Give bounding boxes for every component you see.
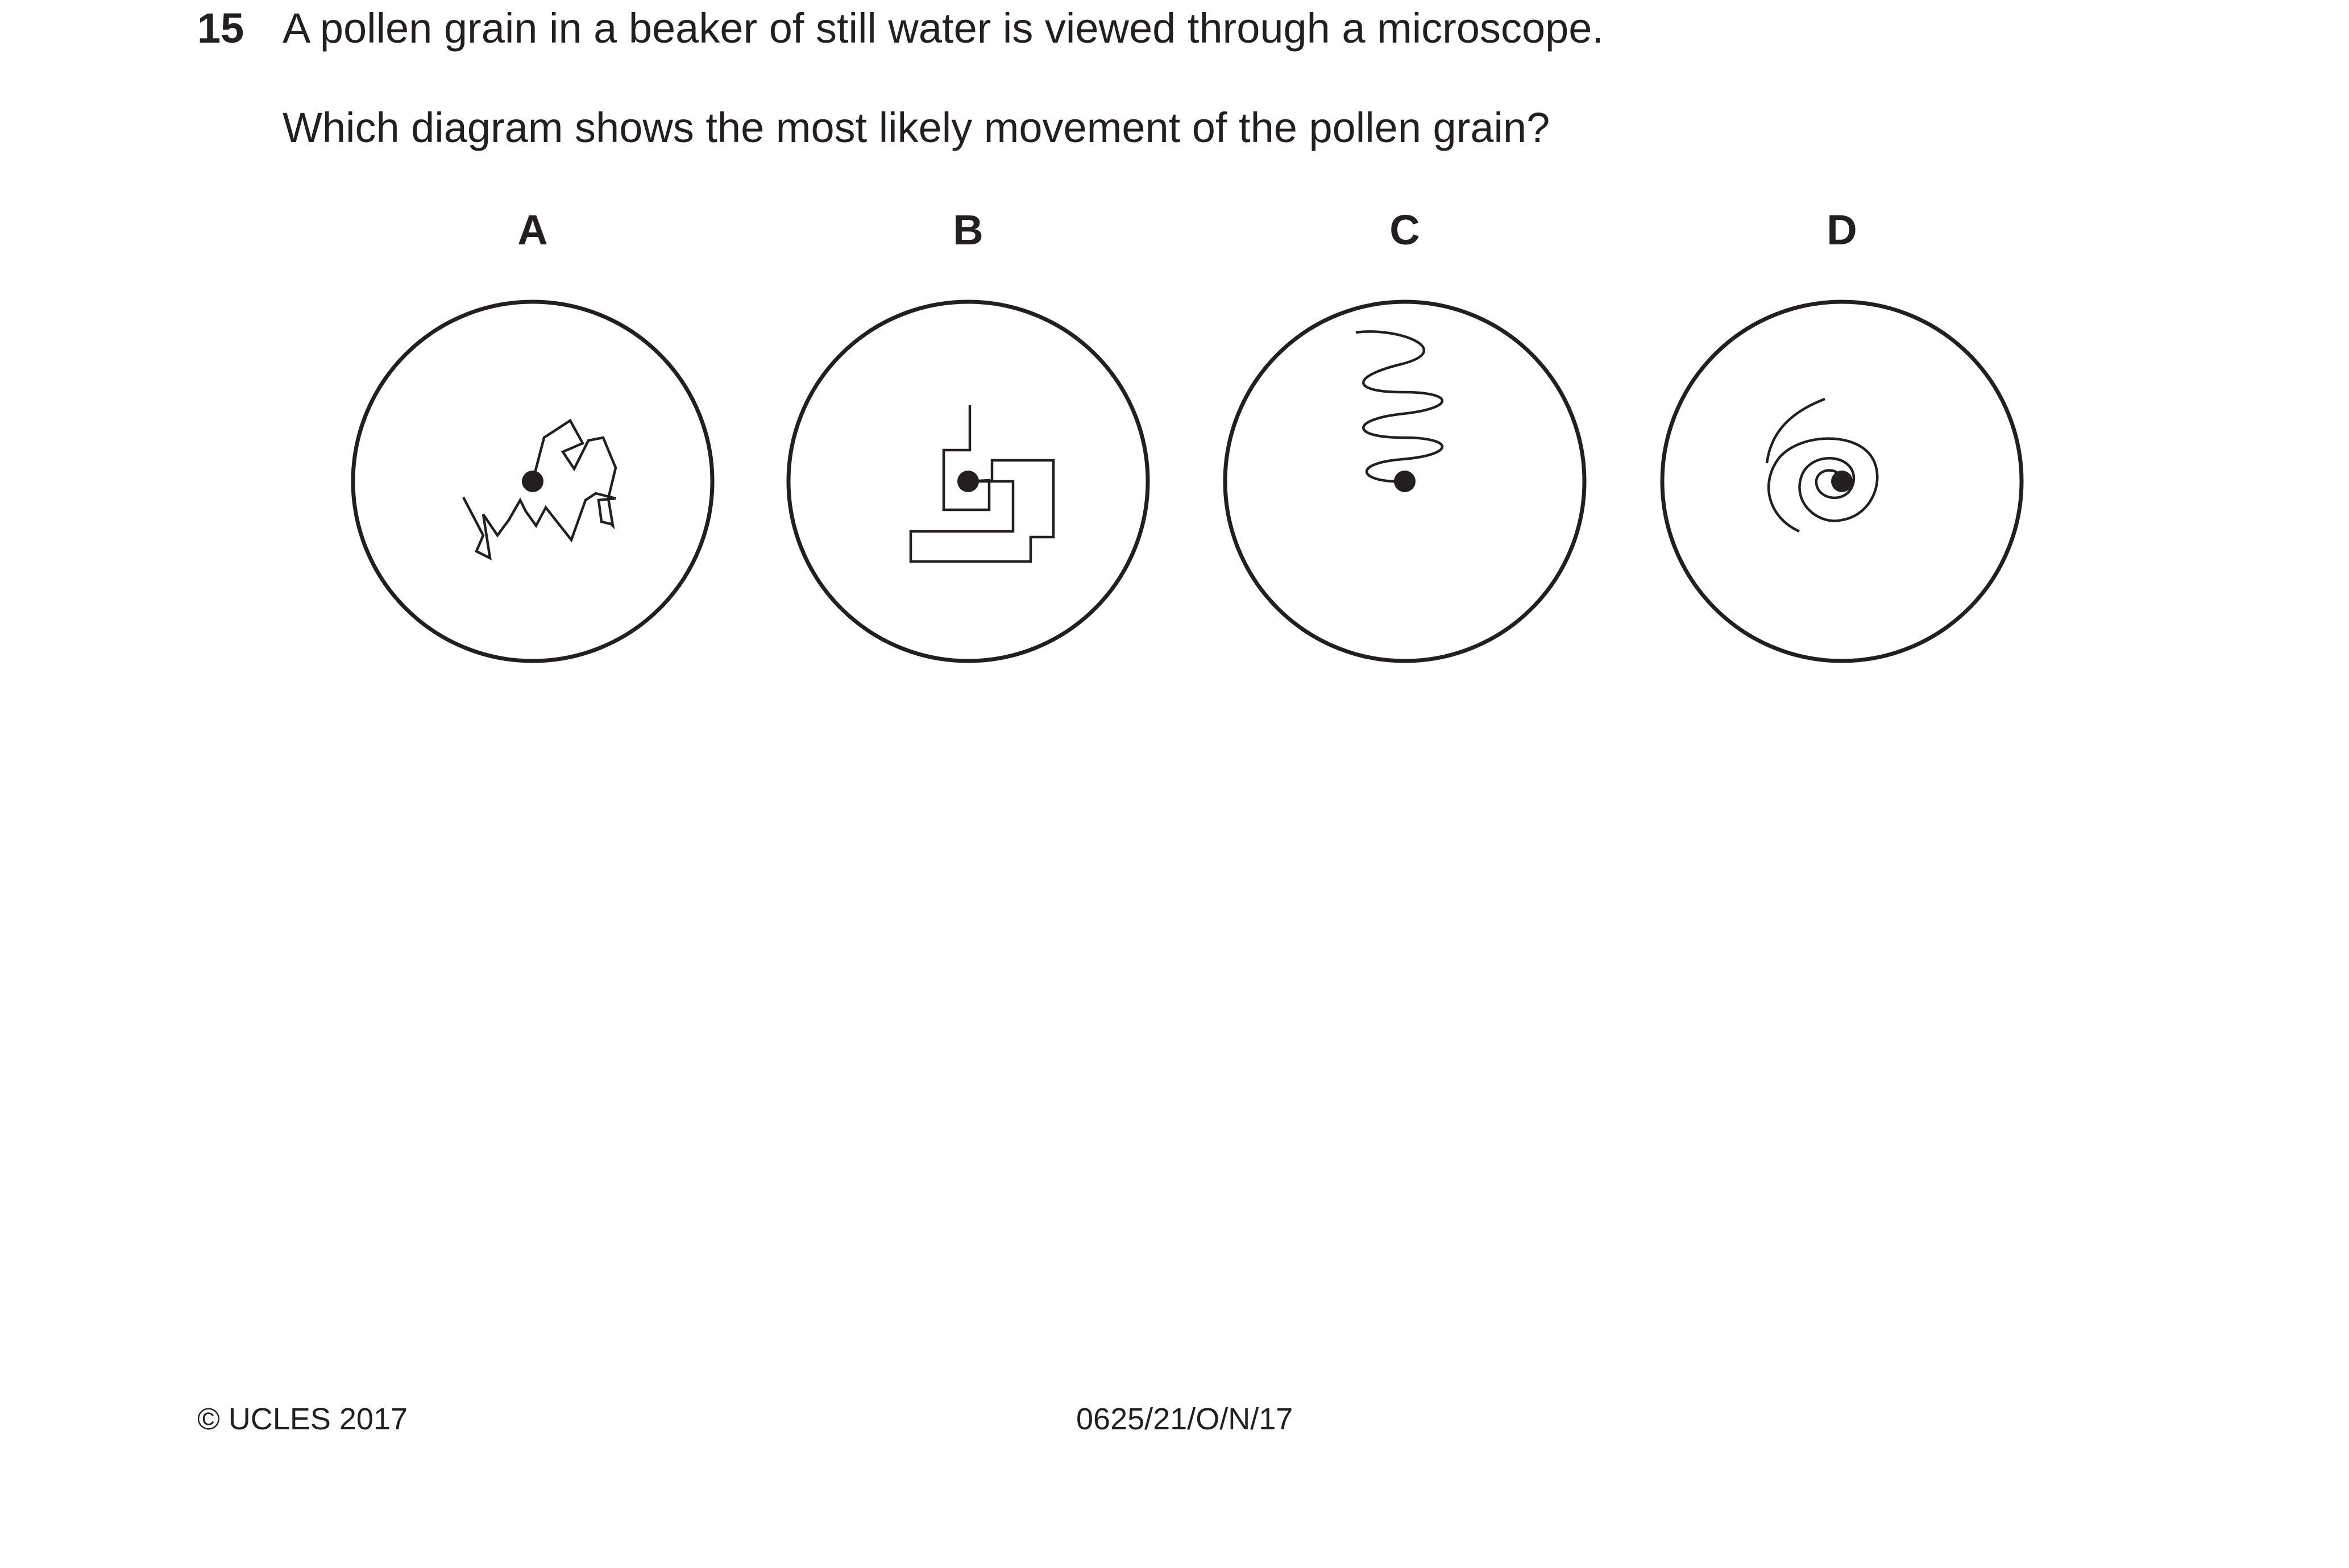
copyright-text: © UCLES 2017	[197, 1402, 408, 1436]
option-a-circle	[351, 300, 715, 663]
question-number: 15	[197, 5, 244, 52]
option-d-diagram[interactable]	[1660, 300, 2024, 663]
option-label-c[interactable]: C	[1389, 206, 1420, 253]
option-c-pollen-dot	[1394, 471, 1416, 492]
option-b-circle	[786, 300, 1150, 663]
option-c-circle	[1223, 300, 1587, 663]
option-b-pollen-dot	[957, 471, 979, 492]
option-b-diagram[interactable]	[786, 300, 1150, 663]
question-prompt: Which diagram shows the most likely move…	[283, 104, 1550, 151]
option-d-pollen-dot	[1831, 471, 1853, 492]
paper-code: 0625/21/O/N/17	[1076, 1402, 1293, 1436]
option-c-diagram[interactable]	[1223, 300, 1587, 663]
option-a-random-path	[462, 418, 617, 560]
option-c-wave-path	[1355, 330, 1443, 483]
option-d-circle	[1660, 300, 2024, 663]
option-b-rectangular-path	[909, 405, 1055, 563]
option-label-b[interactable]: B	[953, 206, 983, 253]
question-text: A pollen grain in a beaker of still wate…	[283, 5, 1604, 52]
option-d-spiral-path	[1765, 397, 1879, 533]
option-a-diagram[interactable]	[351, 300, 715, 663]
option-label-d[interactable]: D	[1827, 206, 1857, 253]
option-a-pollen-dot	[522, 471, 543, 492]
option-label-a[interactable]: A	[517, 206, 548, 253]
